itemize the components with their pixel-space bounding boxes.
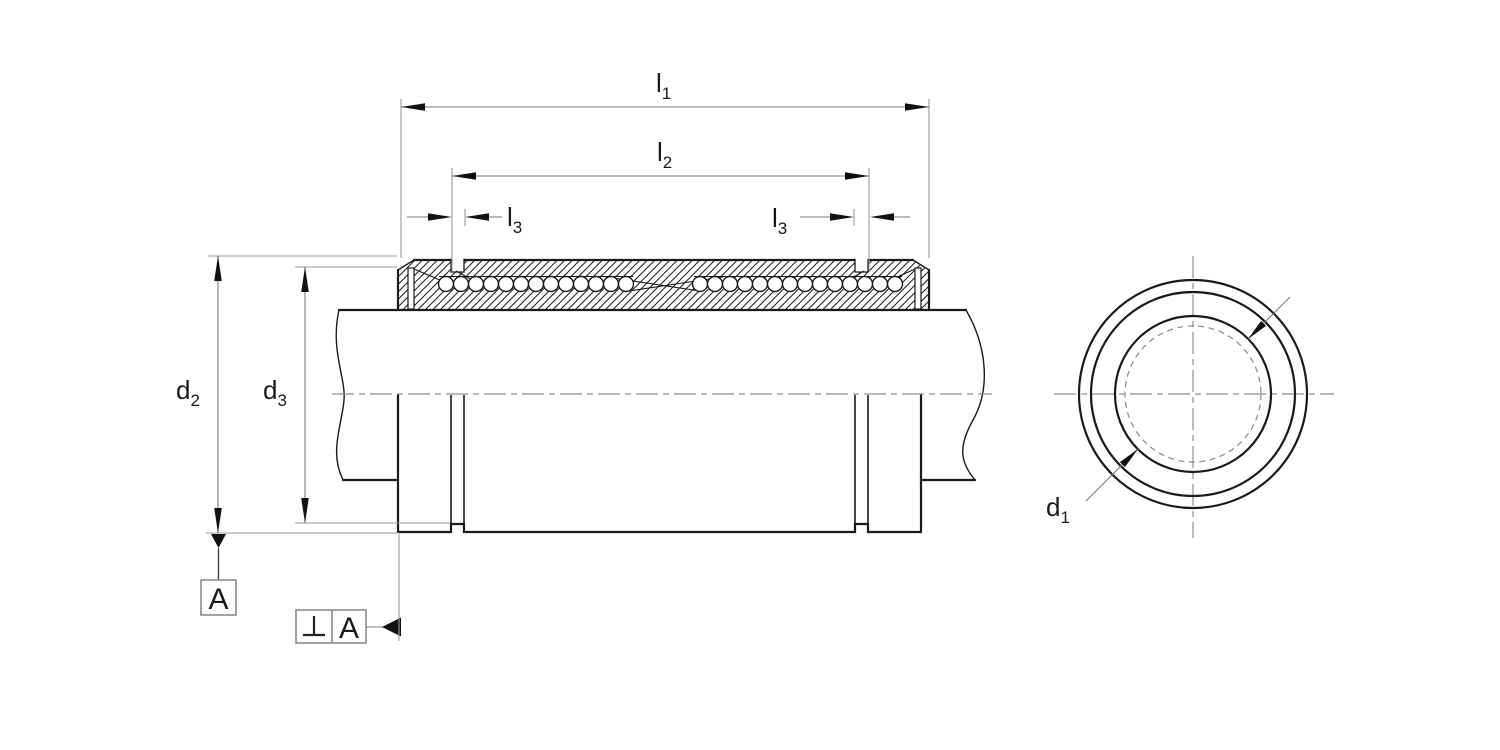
bearing-ball — [512, 275, 530, 293]
ball-track-hidden-circle — [1124, 325, 1262, 463]
cage-lines — [413, 268, 916, 284]
label-l3-right: l3 — [772, 203, 787, 238]
bearing-ball — [437, 275, 455, 293]
bearing-ball — [691, 275, 709, 293]
ball-row-left — [437, 275, 635, 293]
end-view: d1 — [1046, 256, 1334, 538]
ring-groove-left — [450, 258, 465, 273]
bearing-ball — [587, 275, 605, 293]
bearing-ball — [557, 275, 575, 293]
bearing-ball — [841, 275, 859, 293]
shaft-break-right — [962, 309, 986, 481]
bearing-ball — [482, 275, 500, 293]
dimension-d2: d2 — [176, 255, 399, 534]
bearing-ball — [751, 275, 769, 293]
bearing-ball — [617, 275, 635, 293]
bearing-ball — [796, 275, 814, 293]
ring-groove-lines-lower — [450, 395, 869, 524]
label-d3: d3 — [263, 375, 287, 410]
label-l2: l2 — [657, 137, 672, 172]
dimension-l3-left: l3 — [407, 202, 522, 237]
dimension-d1: d1 — [1046, 296, 1291, 527]
bore-circle — [1113, 314, 1273, 474]
dimension-l2: l2 — [451, 137, 870, 271]
groove-diameter-circle — [1089, 290, 1297, 498]
dimension-l1: l1 — [400, 68, 930, 258]
label-l1: l1 — [656, 68, 671, 103]
shaft — [335, 308, 986, 482]
bearing-ball — [886, 275, 904, 293]
datum-feature-symbol: A — [200, 534, 237, 616]
label-d1: d1 — [1046, 492, 1070, 527]
ring-groove-right — [854, 258, 869, 273]
bearing-ball — [572, 275, 590, 293]
feature-control-frame: A — [295, 534, 401, 645]
bearing-ball — [452, 275, 470, 293]
datum-letter: A — [208, 583, 228, 616]
bearing-ball — [706, 275, 724, 293]
bearing-ball — [871, 275, 889, 293]
bearing-ball — [826, 275, 844, 293]
bearing-ball — [766, 275, 784, 293]
side-view: l1 l2 l3 l3 d2 — [176, 68, 992, 645]
seal-gap-right — [914, 267, 922, 310]
fcf-datum-letter: A — [339, 612, 359, 645]
bearing-ball — [736, 275, 754, 293]
bearing-ball — [721, 275, 739, 293]
bearing-ball — [856, 275, 874, 293]
perpendicularity-icon — [303, 616, 325, 637]
bearing-ball — [781, 275, 799, 293]
label-d2: d2 — [176, 375, 200, 410]
shaft-break-left — [335, 309, 345, 481]
seal-gap-left — [407, 267, 415, 310]
bearing-ball — [467, 275, 485, 293]
dimension-l3-right: l3 — [772, 203, 910, 238]
datum-triangle-icon — [211, 534, 226, 548]
bearing-ball — [811, 275, 829, 293]
label-l3-left: l3 — [507, 202, 522, 237]
bearing-outline-lower — [396, 393, 923, 534]
outer-diameter-circle — [1077, 278, 1309, 510]
bearing-ball — [527, 275, 545, 293]
ball-row-right — [691, 275, 904, 293]
bearing-ball — [542, 275, 560, 293]
bearing-ball — [602, 275, 620, 293]
dimension-d3: d3 — [263, 266, 450, 524]
fcf-leader-arrow — [382, 617, 401, 637]
bearing-section-upper — [396, 258, 931, 311]
bearing-ball — [497, 275, 515, 293]
